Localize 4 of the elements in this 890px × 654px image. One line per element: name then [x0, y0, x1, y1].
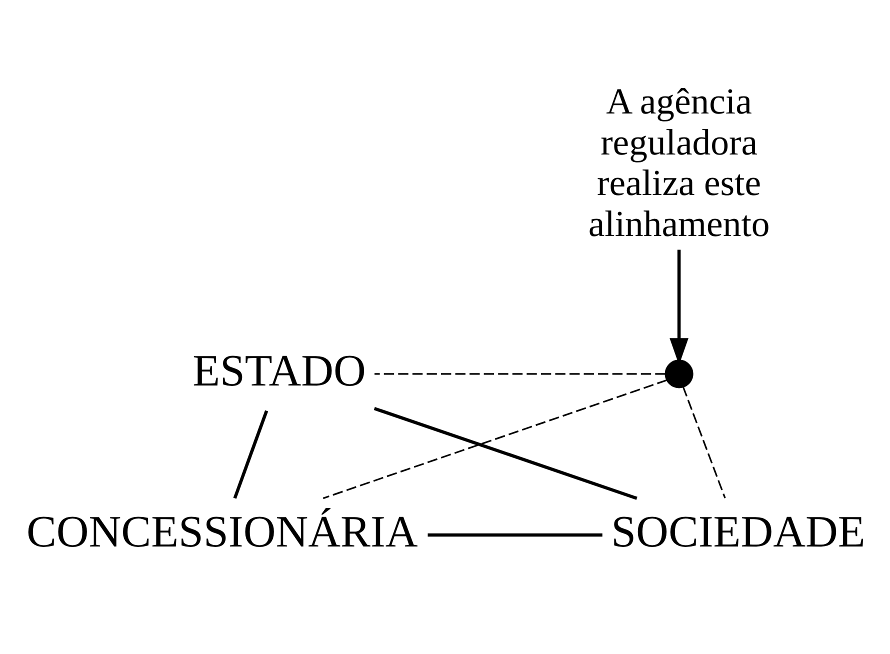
node-text: CONCESSIONÁRIA — [26, 506, 418, 556]
node-text: ESTADO — [192, 345, 366, 396]
node-text: A agência reguladora realiza este alinhamento — [588, 80, 770, 244]
node-text: SOCIEDADE — [610, 506, 865, 556]
